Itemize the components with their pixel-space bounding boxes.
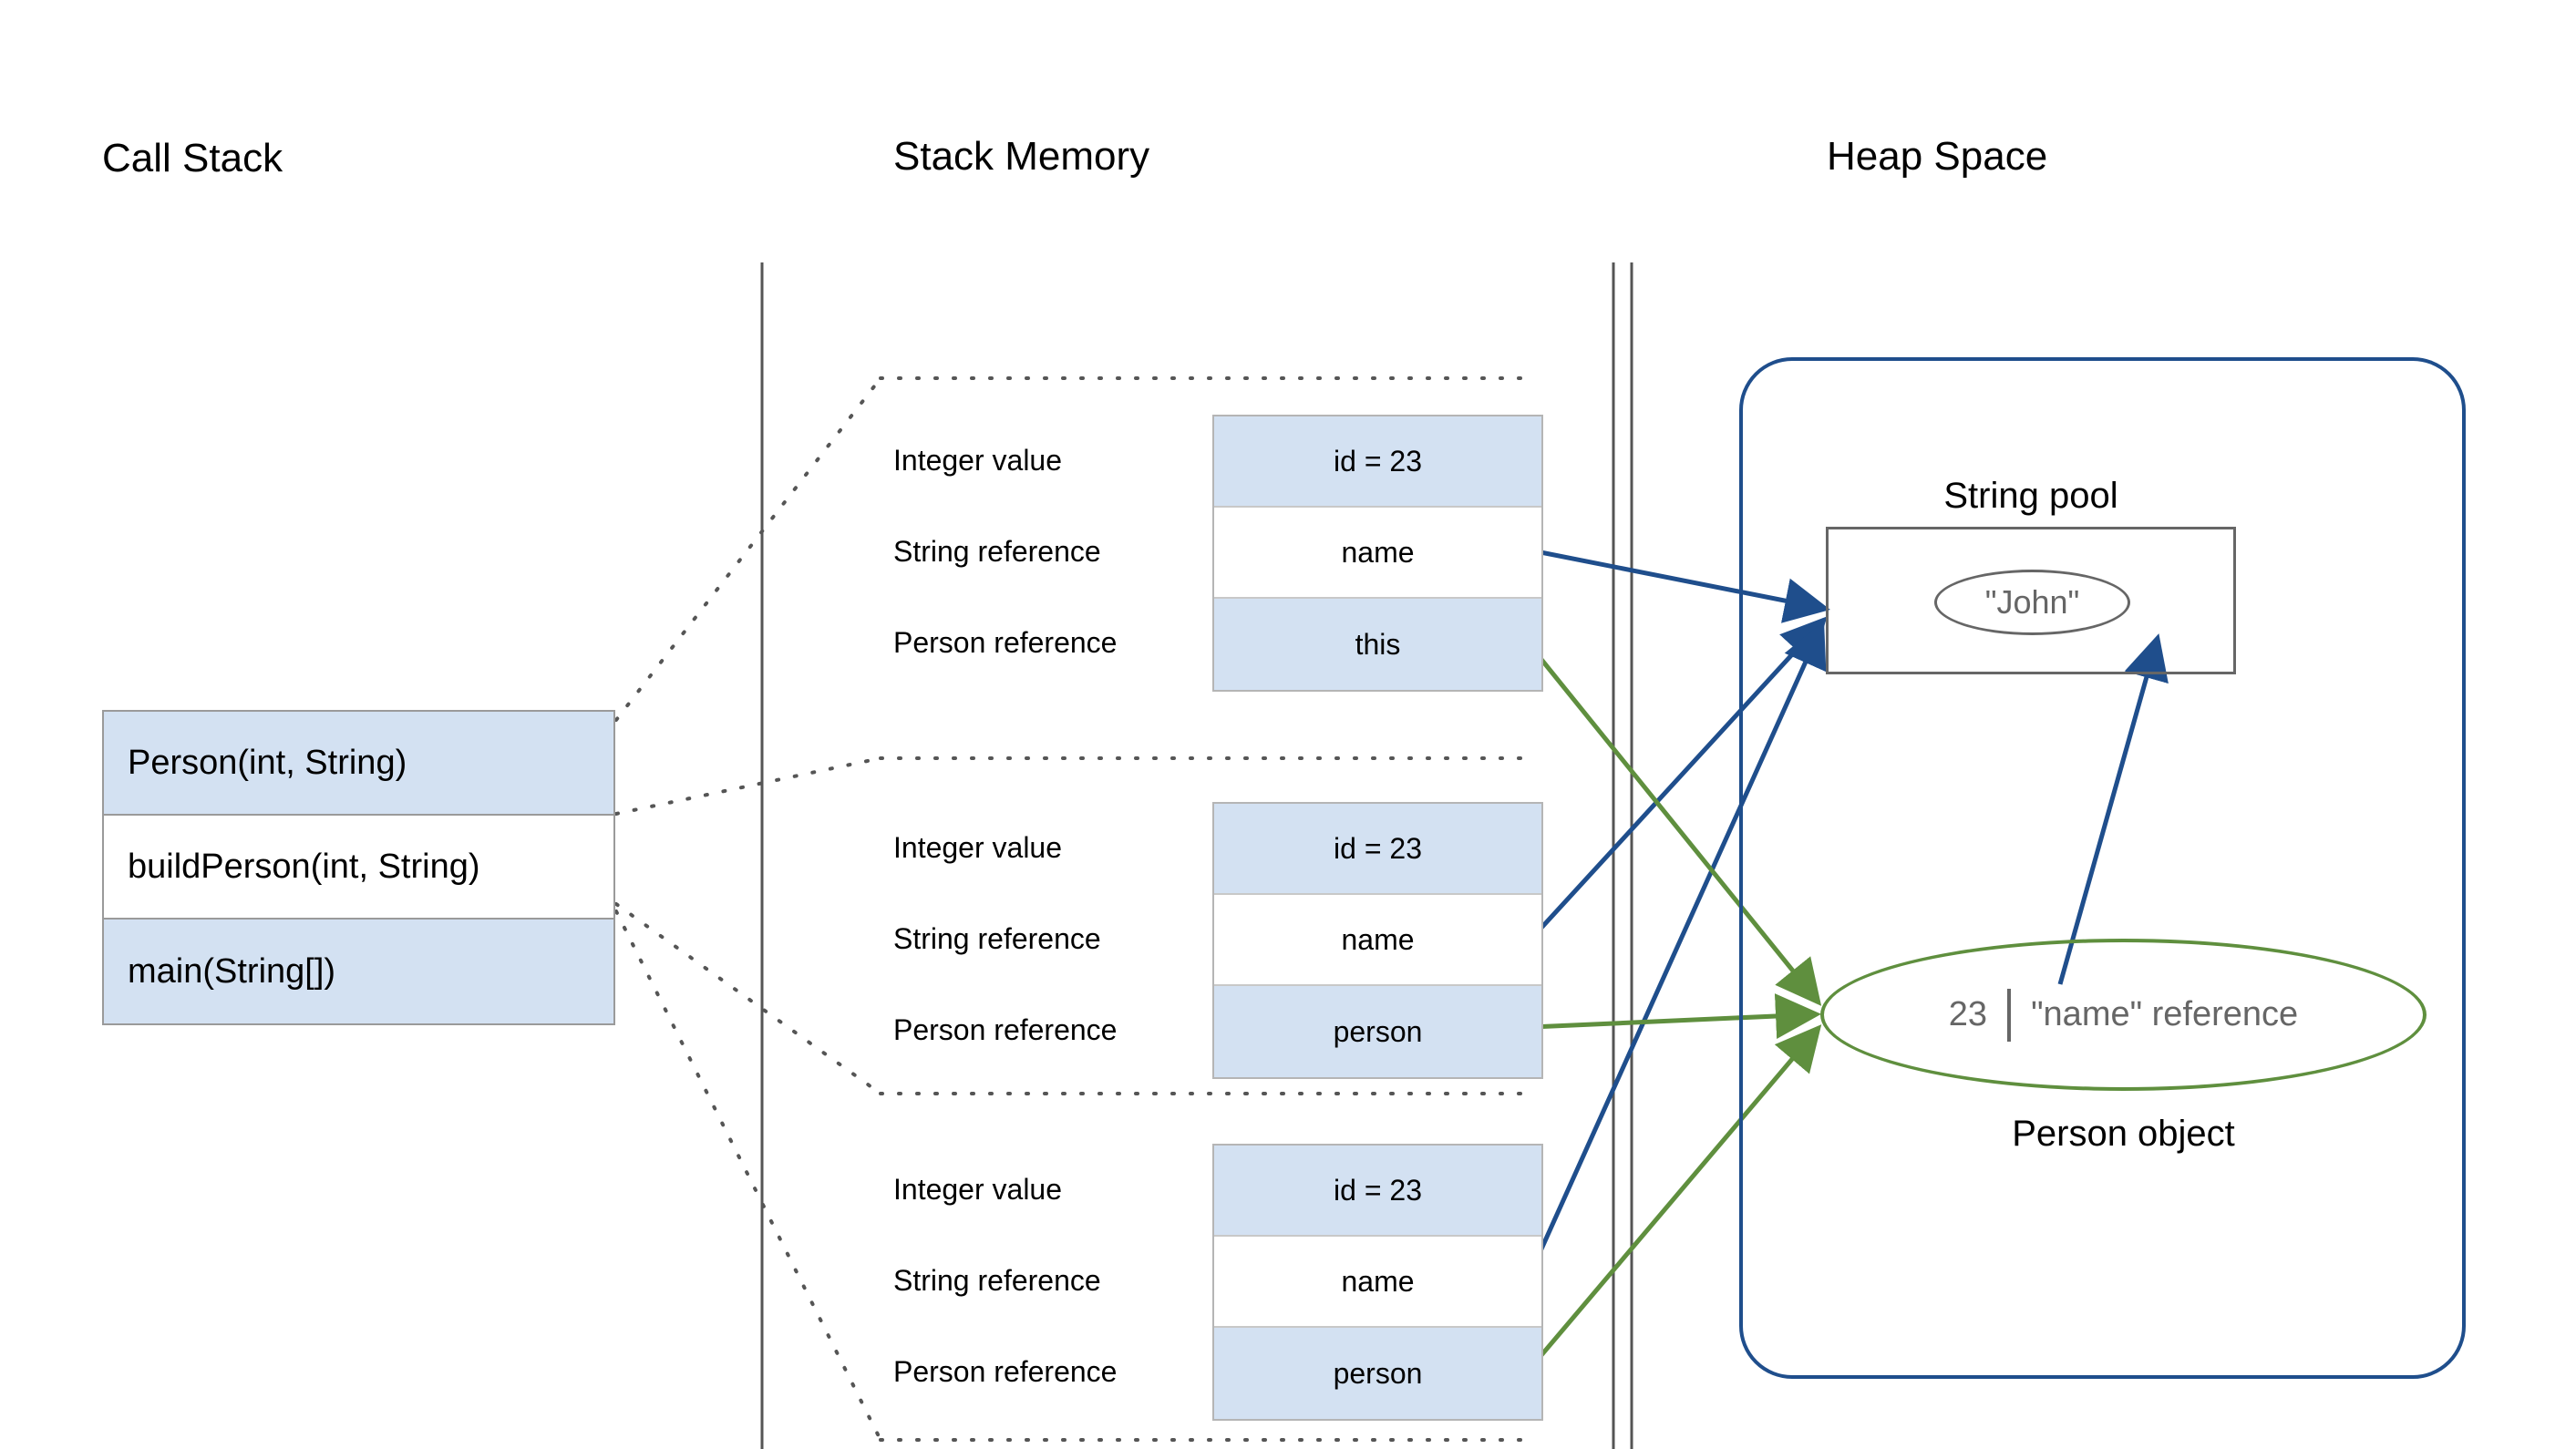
call-stack-frame-build-person[interactable]: buildPerson(int, String) [104, 816, 613, 920]
cell-integer-value[interactable]: id = 23 [1214, 416, 1541, 508]
call-stack-frame-label: Person(int, String) [128, 743, 407, 782]
string-pool-box [1826, 527, 2236, 674]
person-object-field-divider [2007, 988, 2012, 1042]
column-divider-right [1612, 262, 1633, 1449]
cell-string-reference[interactable]: name [1214, 895, 1541, 986]
cell-integer-value[interactable]: id = 23 [1214, 1146, 1541, 1237]
cell-string-reference[interactable]: name [1214, 1237, 1541, 1328]
row-label-person-reference: Person reference [893, 1354, 1118, 1388]
stack-frame-labels: Integer value String reference Person re… [893, 415, 1212, 688]
cell-person-reference[interactable]: this [1214, 599, 1541, 690]
cell-string-reference[interactable]: name [1214, 508, 1541, 599]
cell-person-reference[interactable]: person [1214, 1328, 1541, 1419]
string-pool-entry-john[interactable]: "John" [1934, 570, 2130, 635]
row-label-integer-value: Integer value [893, 1172, 1063, 1206]
stack-frame-labels: Integer value String reference Person re… [893, 802, 1212, 1075]
row-label-integer-value: Integer value [893, 443, 1063, 477]
row-label-person-reference: Person reference [893, 625, 1118, 659]
row-label-string-reference: String reference [893, 534, 1101, 568]
column-title-heap-space: Heap Space [1827, 134, 2048, 179]
call-stack-frame-person[interactable]: Person(int, String) [104, 712, 613, 816]
person-object-name-ref: "name" reference [2031, 995, 2299, 1033]
person-object-caption: Person object [2012, 1114, 2235, 1154]
cell-person-reference[interactable]: person [1214, 986, 1541, 1077]
call-stack-frame-label: buildPerson(int, String) [128, 847, 480, 886]
person-object-node[interactable]: 23 "name" reference [1820, 939, 2427, 1091]
heap-space-container [1739, 357, 2466, 1379]
stack-frame-main: Integer value String reference Person re… [893, 1144, 1543, 1426]
stack-frame-cells: id = 23 name person [1212, 1144, 1543, 1421]
column-title-call-stack: Call Stack [102, 136, 283, 180]
call-stack-frame-main[interactable]: main(String[]) [104, 920, 613, 1023]
stack-frame-build-person: Integer value String reference Person re… [893, 802, 1543, 1084]
row-label-string-reference: String reference [893, 1263, 1101, 1297]
call-stack-frame-label: main(String[]) [128, 951, 336, 991]
row-label-integer-value: Integer value [893, 830, 1063, 864]
column-title-stack-memory: Stack Memory [893, 134, 1150, 179]
stack-frame-cells: id = 23 name person [1212, 802, 1543, 1079]
row-label-string-reference: String reference [893, 921, 1101, 955]
string-pool-title: String pool [1943, 476, 2118, 516]
stack-frame-labels: Integer value String reference Person re… [893, 1144, 1212, 1417]
call-stack-panel: Person(int, String) buildPerson(int, Str… [102, 710, 615, 1025]
person-object-id: 23 [1948, 995, 1988, 1033]
stack-frame-cells: id = 23 name this [1212, 415, 1543, 692]
row-label-person-reference: Person reference [893, 1012, 1118, 1046]
stack-frame-person-constructor: Integer value String reference Person re… [893, 415, 1543, 697]
cell-integer-value[interactable]: id = 23 [1214, 804, 1541, 895]
